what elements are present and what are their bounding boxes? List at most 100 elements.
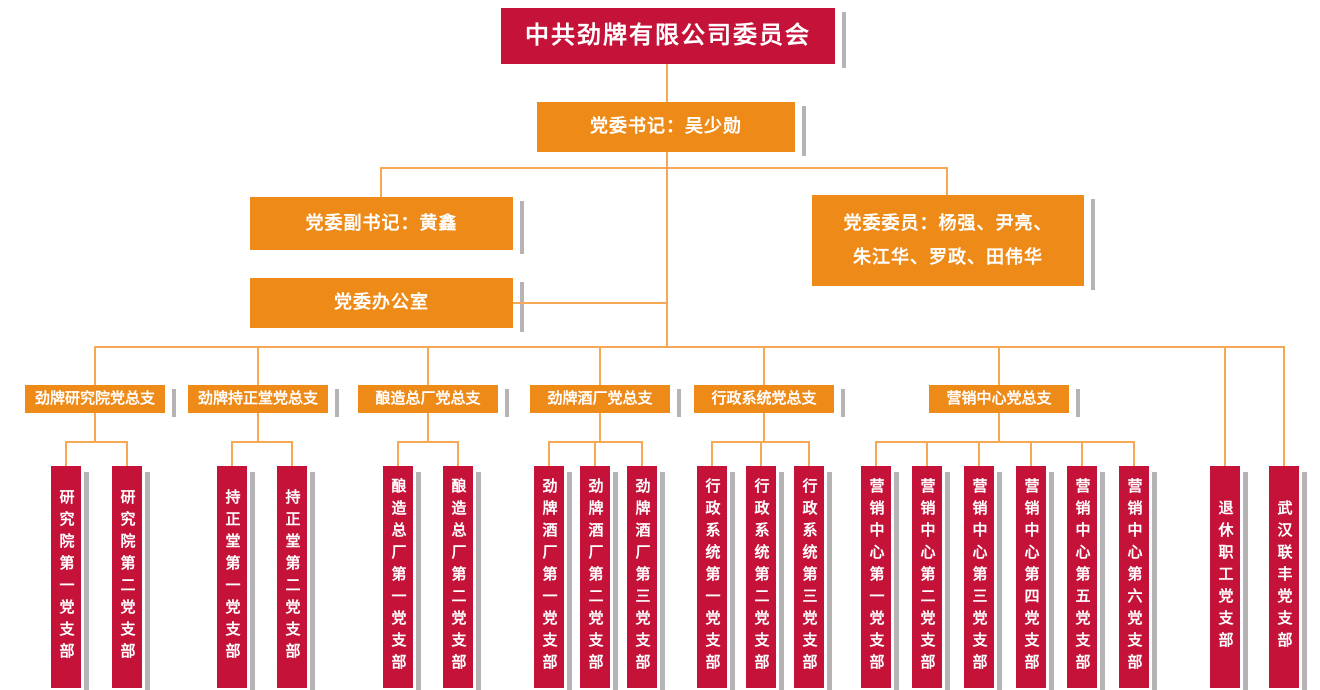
sub-branch-label-5-3: 行政系统第三党支部 <box>800 478 818 676</box>
branch-label-5: 行政系统党总支 <box>711 390 817 407</box>
sub-branch-label-6-3: 营销中心第三党支部 <box>970 478 988 676</box>
root-committee-box: 中共劲牌有限公司委员会 <box>501 8 846 68</box>
sub-branch-column-6-4: 营销中心第四党支部 <box>1016 466 1054 690</box>
committee-members-box: 党委委员：杨强、尹亮、 朱江华、罗政、田伟华 <box>812 195 1095 290</box>
branch-label-6: 营销中心党总支 <box>946 390 1052 407</box>
sub-branch-label-4-3: 劲牌酒厂第三党支部 <box>633 478 651 676</box>
sub-branch-column-2-2: 持正堂第二党支部 <box>277 466 315 690</box>
sub-branch-column-6-6: 营销中心第六党支部 <box>1119 466 1157 690</box>
connector-drop-sub-6-2 <box>926 441 928 466</box>
connector-branch-spine-2 <box>257 413 259 441</box>
sub-branch-column-5-1: 行政系统第一党支部 <box>697 466 735 690</box>
connector-drop-branch-5 <box>763 346 765 385</box>
connector-drop-direct-1 <box>1224 346 1226 466</box>
direct-branch-label-2: 武汉联丰党支部 <box>1275 500 1293 654</box>
connector-drop-branch-2 <box>257 346 259 385</box>
connector-drop-branch-6 <box>998 346 1000 385</box>
sub-branch-label-6-6: 营销中心第六党支部 <box>1125 478 1143 676</box>
sub-branch-column-4-3: 劲牌酒厂第三党支部 <box>627 466 665 690</box>
direct-branch-column-1: 退休职工党支部 <box>1210 466 1248 690</box>
sub-branch-label-6-1: 营销中心第一党支部 <box>867 478 885 676</box>
branch-box-3: 酿造总厂党总支 <box>358 385 509 417</box>
connector-drop-sub-2-1 <box>231 441 233 466</box>
connector-branch-spine-1 <box>94 413 96 441</box>
sub-branch-label-3-2: 酿造总厂第二党支部 <box>449 478 467 676</box>
connector-drop-sub-2-2 <box>291 441 293 466</box>
connector-drop-sub-6-4 <box>1030 441 1032 466</box>
connector-branch-spine-5 <box>763 413 765 441</box>
connector-drop-direct-2 <box>1283 346 1285 466</box>
sub-branch-column-6-2: 营销中心第二党支部 <box>912 466 950 690</box>
connector-drop-sub-1-1 <box>65 441 67 466</box>
sub-branch-label-5-1: 行政系统第一党支部 <box>703 478 721 676</box>
connector-drop-sub-3-2 <box>457 441 459 466</box>
connector-drop-sub-3-1 <box>397 441 399 466</box>
party-office-label: 党委办公室 <box>334 292 429 313</box>
sub-branch-label-6-5: 营销中心第五党支部 <box>1073 478 1091 676</box>
sub-branch-column-6-1: 营销中心第一党支部 <box>861 466 899 690</box>
sub-branch-column-1-1: 研究院第一党支部 <box>51 466 89 690</box>
sub-branch-column-6-5: 营销中心第五党支部 <box>1067 466 1105 690</box>
party-secretary-label: 党委书记：吴少勋 <box>590 116 742 137</box>
connector-drop-sub-5-3 <box>808 441 810 466</box>
sub-branch-column-4-1: 劲牌酒厂第一党支部 <box>534 466 572 690</box>
sub-branch-column-4-2: 劲牌酒厂第二党支部 <box>580 466 618 690</box>
connector-drop-sub-6-1 <box>875 441 877 466</box>
branch-label-1: 劲牌研究院党总支 <box>34 390 155 407</box>
connector-drop-sub-4-1 <box>548 441 550 466</box>
connector-drop-sub-6-3 <box>978 441 980 466</box>
connector-secretary-spine <box>666 152 668 348</box>
connector-drop-sub-4-3 <box>641 441 643 466</box>
sub-branch-label-2-2: 持正堂第二党支部 <box>283 489 301 665</box>
deputy-secretary-label: 党委副书记：黄鑫 <box>305 212 458 233</box>
connector-drop-deputy <box>380 167 382 197</box>
sub-branch-column-3-1: 酿造总厂第一党支部 <box>383 466 421 690</box>
sub-branch-label-6-4: 营销中心第四党支部 <box>1022 478 1040 676</box>
connector-branch-spine-3 <box>427 413 429 441</box>
branch-box-1: 劲牌研究院党总支 <box>25 385 176 417</box>
connector-root-to-secretary <box>666 64 668 102</box>
direct-branch-label-1: 退休职工党支部 <box>1216 500 1234 654</box>
sub-branch-column-5-3: 行政系统第三党支部 <box>794 466 832 690</box>
sub-branch-column-6-3: 营销中心第三党支部 <box>964 466 1002 690</box>
connector-branch-spine-4 <box>599 413 601 441</box>
connector-drop-branch-4 <box>599 346 601 385</box>
deputy-secretary-box: 党委副书记：黄鑫 <box>250 197 524 254</box>
sub-branch-label-1-1: 研究院第一党支部 <box>57 489 75 665</box>
sub-branch-label-4-1: 劲牌酒厂第一党支部 <box>540 478 558 676</box>
party-secretary-box: 党委书记：吴少勋 <box>537 102 806 156</box>
connector-drop-sub-4-2 <box>594 441 596 466</box>
connector-drop-sub-6-6 <box>1133 441 1135 466</box>
connector-drop-sub-6-5 <box>1081 441 1083 466</box>
connector-drop-branch-1 <box>94 346 96 385</box>
sub-branch-column-2-1: 持正堂第一党支部 <box>217 466 255 690</box>
root-committee-label: 中共劲牌有限公司委员会 <box>525 21 811 49</box>
sub-branch-column-5-2: 行政系统第二党支部 <box>746 466 784 690</box>
connector-group-bus-1 <box>66 441 127 443</box>
branch-box-4: 劲牌酒厂党总支 <box>530 385 681 417</box>
sub-branch-label-1-2: 研究院第二党支部 <box>118 489 136 665</box>
party-office-box: 党委办公室 <box>250 278 524 332</box>
direct-branch-column-2: 武汉联丰党支部 <box>1269 466 1307 690</box>
connector-level3-bus <box>380 167 948 169</box>
branch-box-2: 劲牌持正堂党总支 <box>188 385 339 417</box>
committee-members-line1: 党委委员：杨强、尹亮、 <box>843 212 1053 233</box>
sub-branch-label-2-1: 持正堂第一党支部 <box>223 489 241 665</box>
committee-members-line2: 朱江华、罗政、田伟华 <box>853 246 1043 267</box>
sub-branch-column-1-2: 研究院第二党支部 <box>112 466 150 690</box>
connector-drop-branch-3 <box>427 346 429 385</box>
branch-box-5: 行政系统党总支 <box>694 385 845 417</box>
connector-group-bus-3 <box>398 441 458 443</box>
connector-group-bus-6 <box>876 441 1134 443</box>
sub-branch-label-6-2: 营销中心第二党支部 <box>918 478 936 676</box>
sub-branch-label-4-2: 劲牌酒厂第二党支部 <box>586 478 604 676</box>
sub-branch-label-3-1: 酿造总厂第一党支部 <box>389 478 407 676</box>
connector-drop-sub-5-2 <box>760 441 762 466</box>
connector-drop-committee <box>946 167 948 195</box>
connector-branch-spine-6 <box>998 413 1000 441</box>
connector-group-bus-2 <box>232 441 292 443</box>
branch-label-3: 酿造总厂党总支 <box>375 390 481 407</box>
branch-label-2: 劲牌持正堂党总支 <box>197 390 318 407</box>
connector-drop-sub-5-1 <box>711 441 713 466</box>
